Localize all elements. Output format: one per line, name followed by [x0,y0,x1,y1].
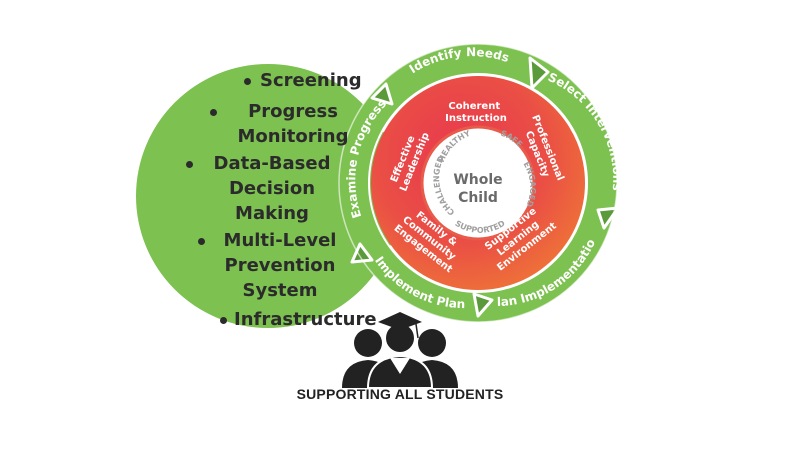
students-graduate-icon [342,312,458,389]
bullet-text: Multi-Level Prevention System [223,230,337,301]
bullet-text: Infrastructure [234,309,377,330]
bullet-item-multi-level: Multi-Level Prevention System [174,228,370,303]
bullet-text: Screening [260,70,362,91]
green-circle [136,64,400,328]
bullet-dot-icon [186,161,193,168]
core-title-child: Child [458,190,498,206]
cycle-arrows [350,56,620,318]
bullet-text: Data-Based Decision Making [213,153,331,224]
bullet-list: Screening Progress Monitoring Data-Based… [178,68,378,332]
bullet-item-data-based: Data-Based Decision Making [178,151,350,226]
bullet-item-progress: Progress Monitoring [178,99,368,149]
bullet-dot-icon [220,317,227,324]
bullet-dot-icon [198,238,205,245]
bullet-dot-icon [210,109,217,116]
caption: SUPPORTING ALL STUDENTS [296,386,504,402]
bullet-text: Progress Monitoring [237,101,349,147]
bullet-item-infrastructure: Infrastructure [178,307,378,332]
wheel-segment-line: Coherent [448,101,500,112]
core-title-whole: Whole [453,172,502,188]
wheel-segment-line: Instruction [445,113,507,124]
wheel-segment-coherent: Coherent Instruction [445,101,507,124]
wheel-inner-border [420,125,536,241]
wheel-segment-supportive: Supportive Learning Environment [481,202,559,274]
bullet-item-screening: Screening [178,68,378,93]
bullet-dot-icon [244,78,251,85]
